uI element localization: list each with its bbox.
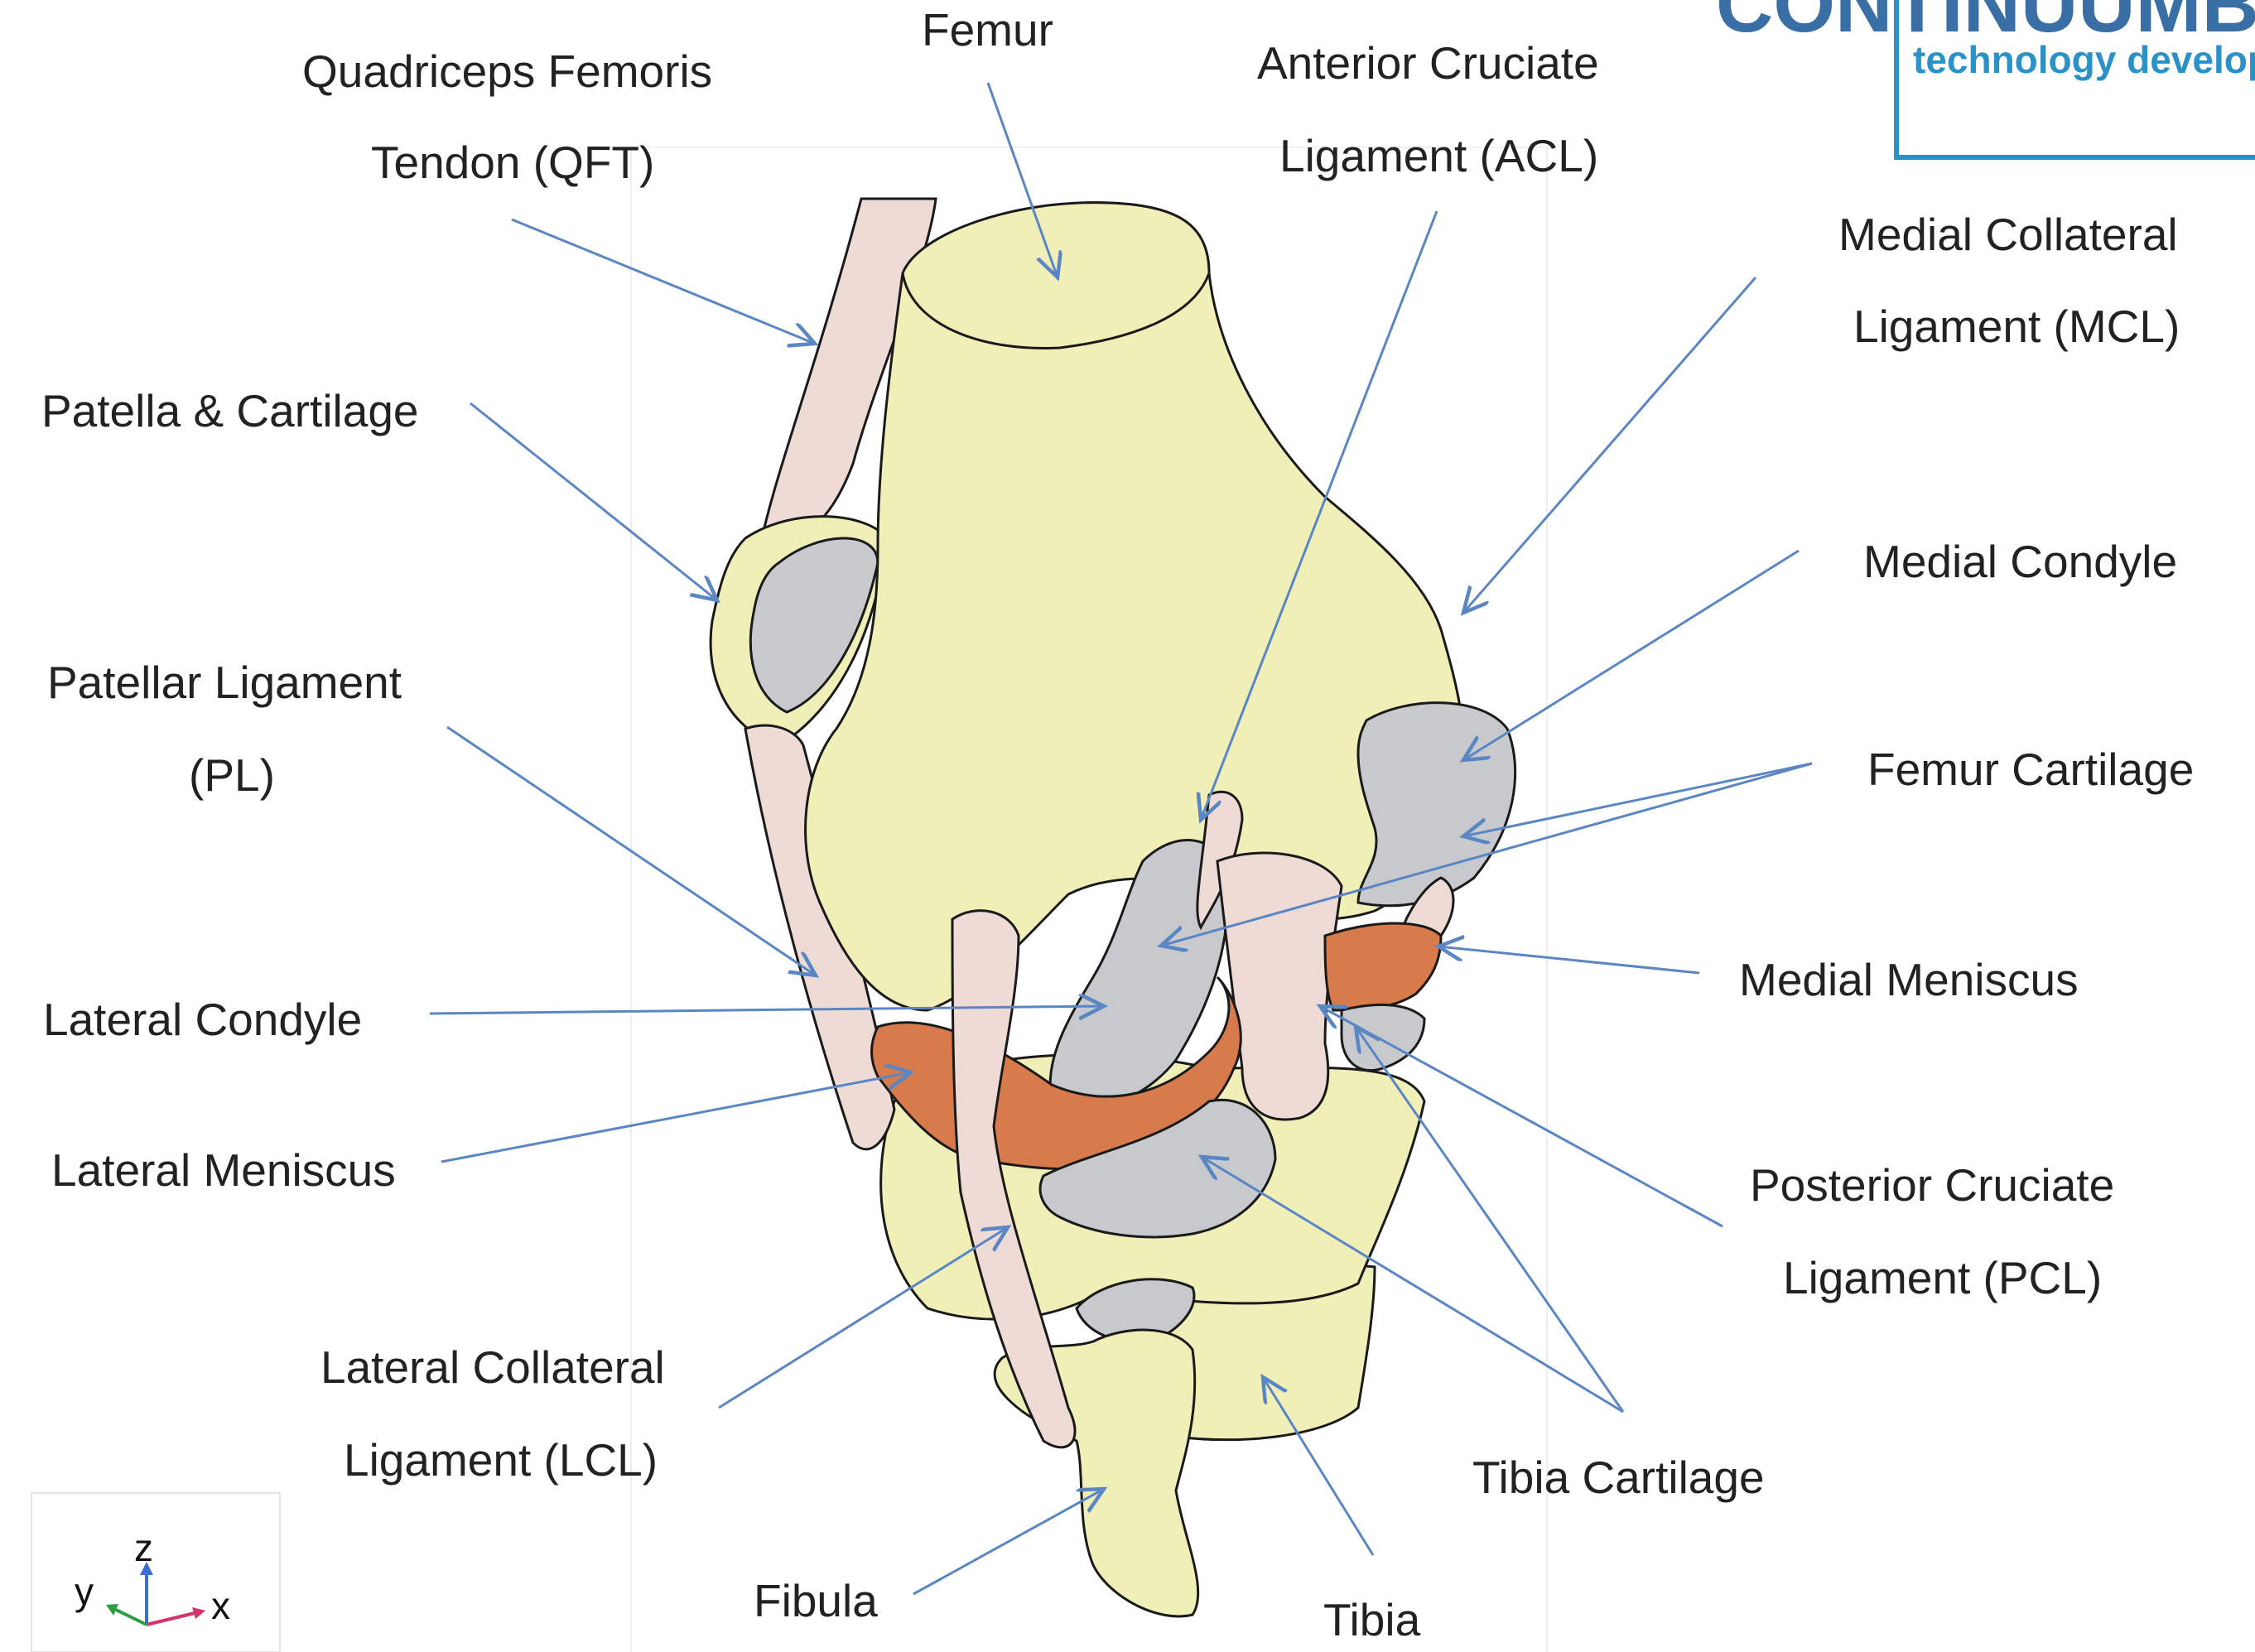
medial-meniscus: [1325, 923, 1441, 1010]
axes-triad: z x y: [31, 1493, 280, 1652]
leader-patella: [470, 403, 717, 600]
knee-model: [711, 199, 1515, 1616]
z-axis-label: z: [134, 1526, 153, 1569]
label-medial-meniscus: Medial Meniscus: [1739, 954, 2079, 1005]
leader-tibia-cart-2: [1356, 1027, 1623, 1412]
label-acl-line2: Ligament (ACL): [1279, 130, 1598, 181]
company-logo: CONTINUUMBLUE technology development: [1716, 0, 2255, 157]
label-medial-condyle: Medial Condyle: [1863, 536, 2177, 587]
label-pl-line1: Patellar Ligament: [47, 657, 402, 708]
label-patella: Patella & Cartilage: [41, 385, 419, 436]
medial-condyle-cartilage: [1358, 703, 1515, 906]
label-lateral-meniscus: Lateral Meniscus: [51, 1144, 396, 1196]
label-mcl-line2: Ligament (MCL): [1853, 301, 2180, 352]
label-acl-line1: Anterior Cruciate: [1257, 37, 1599, 89]
label-femur: Femur: [922, 4, 1053, 55]
leader-fibula: [913, 1489, 1104, 1594]
label-qft-line1: Quadriceps Femoris: [302, 46, 712, 97]
label-pcl-line2: Ligament (PCL): [1783, 1252, 2102, 1303]
label-tibia: Tibia: [1323, 1594, 1421, 1645]
y-axis-label: y: [75, 1570, 94, 1613]
logo-sub-text: technology development: [1913, 38, 2255, 81]
tibia-cartilage-medial: [1342, 1004, 1424, 1070]
label-lcl-line1: Lateral Collateral: [320, 1341, 665, 1393]
label-tibia-cartilage: Tibia Cartilage: [1472, 1452, 1765, 1503]
label-pcl-line1: Posterior Cruciate: [1750, 1159, 2114, 1211]
leader-medial-condyle: [1463, 551, 1799, 760]
leader-medial-meniscus: [1438, 946, 1699, 973]
label-fibula: Fibula: [754, 1575, 878, 1626]
x-axis-label: x: [211, 1584, 230, 1627]
leader-mcl: [1463, 277, 1756, 613]
label-lcl-line2: Ligament (LCL): [344, 1434, 658, 1486]
label-pl-line2: (PL): [189, 749, 275, 801]
axes-triad-frame: [31, 1493, 280, 1652]
label-femur-cartilage: Femur Cartilage: [1867, 744, 2194, 795]
label-qft-line2: Tendon (QFT): [371, 137, 654, 188]
leader-lateral-meniscus: [441, 1072, 911, 1162]
label-mcl-line1: Medial Collateral: [1838, 209, 2178, 260]
leader-qft: [512, 219, 815, 344]
label-lateral-condyle: Lateral Condyle: [43, 994, 362, 1045]
